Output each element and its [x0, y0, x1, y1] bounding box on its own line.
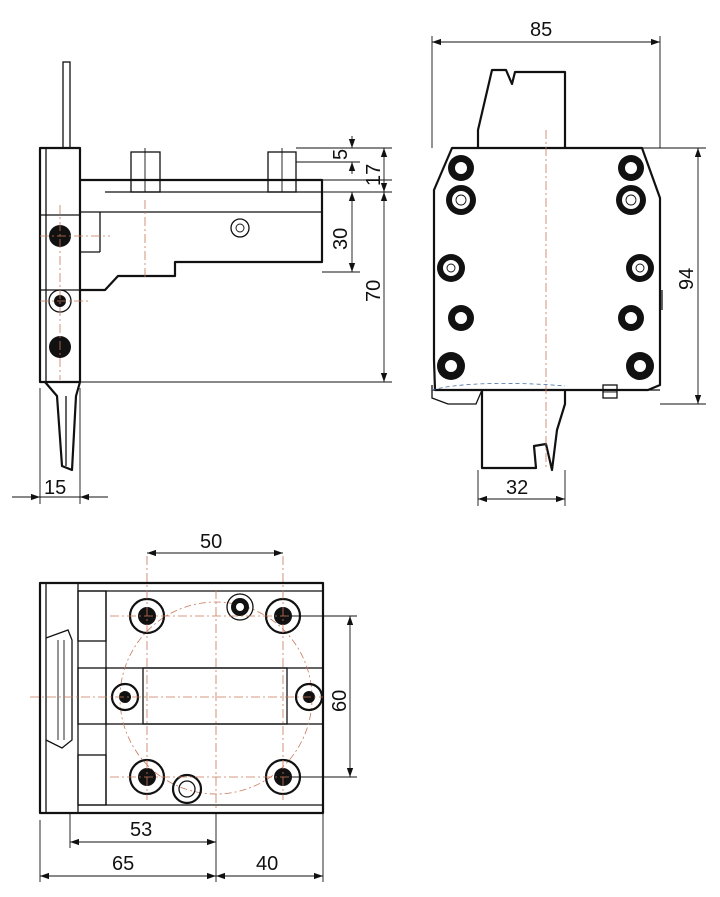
front-bolt-1: [448, 155, 474, 181]
front-stud: [602, 384, 618, 399]
dim-shank-width: 32: [506, 477, 528, 499]
side-tool-body: [80, 178, 324, 292]
front-bolt-4: [448, 305, 474, 331]
front-shank-bottom: [480, 390, 567, 472]
side-view: 5 17 30 70 15: [12, 61, 392, 504]
front-bolt-8: [626, 254, 654, 282]
dim-tool-height: 30: [330, 228, 352, 250]
dim-center-offset: 53: [130, 819, 152, 841]
dim-blade-width: 15: [44, 477, 66, 499]
front-bolt-3: [437, 254, 465, 282]
front-bolt-10: [626, 352, 654, 380]
front-bolt-6: [618, 155, 644, 181]
front-bolt-9: [618, 305, 644, 331]
front-shank-top: [476, 68, 567, 148]
side-screw: [230, 218, 250, 238]
dim-bore-spacing-x: 50: [200, 531, 222, 553]
top-coolant-connector: [226, 593, 254, 621]
top-pin: [171, 773, 203, 805]
dim-right-length: 40: [256, 853, 278, 875]
dim-overall-height: 70: [363, 280, 385, 302]
front-bolt-2: [446, 185, 476, 215]
front-bolt-7: [616, 185, 646, 215]
dim-slot-width: 5: [330, 149, 352, 160]
dim-overall-width: 85: [530, 19, 552, 41]
dim-slot-depth: 17: [363, 164, 385, 186]
front-view: 85 94 32: [431, 19, 706, 506]
top-view: 50 60 53 65 40: [30, 531, 357, 882]
side-pin-left: [130, 151, 161, 193]
dim-overall-height-front: 94: [676, 268, 698, 290]
key-rod: [62, 61, 71, 149]
front-bolt-5: [437, 352, 465, 380]
dim-bore-spacing-y: 60: [329, 690, 351, 712]
top-channel: [77, 667, 324, 725]
top-blade-slot: [45, 629, 73, 749]
side-blade: [44, 381, 82, 472]
dim-left-length: 65: [112, 853, 134, 875]
